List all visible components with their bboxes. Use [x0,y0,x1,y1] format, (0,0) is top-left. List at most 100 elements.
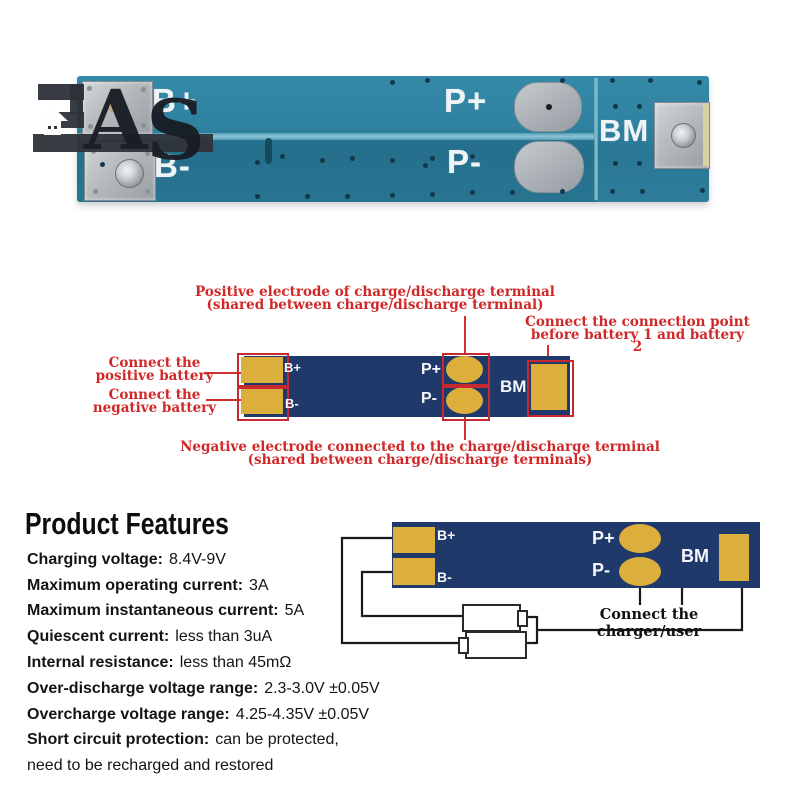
via-dot [610,189,615,194]
feature-row: Over-discharge voltage range: 2.3-3.0V ±0… [27,676,427,702]
pointer-line-positive [204,372,242,374]
feature-value: 2.3-3.0V ±0.05V [264,679,380,697]
annotation-negative-electrode: Negative electrode connected to the char… [170,441,670,466]
feature-value: less than 45mΩ [179,654,292,672]
annotation-connection-point: Connect the connection point before batt… [525,316,750,354]
annotation-line: Negative electrode connected to the char… [180,439,660,455]
diagram-pad-p-plus [446,356,483,383]
photo-label-p-minus: P- [447,143,482,180]
watermark-bar [70,84,83,114]
diagram-board [244,356,570,417]
feature-row: Maximum operating current:3A [27,573,427,599]
feature-label: Overcharge voltage range: [27,705,230,723]
pcb-groove-vertical [594,78,598,200]
via-dot [320,158,325,163]
features-list: Charging voltage: 8.4V-9V Maximum operati… [27,547,427,779]
feature-value: less than 3uA [175,628,273,646]
wiring-label-bm: BM [681,546,709,566]
via-dot [560,78,565,83]
feature-label: Internal resistance: [27,654,174,672]
via-dot [350,156,355,161]
feature-label: Short circuit protection: [27,731,210,749]
via-dot [345,194,350,199]
via-dot [637,161,642,166]
annotation-line: Connect the [108,387,201,403]
pcb-slot [265,138,272,164]
feature-value: 3A [249,576,269,594]
feature-label: Maximum instantaneous current: [27,602,279,620]
annotation-negative-battery: Connect the negative battery [92,389,217,414]
screw-dot [87,86,92,91]
via-dot [100,162,105,167]
watermark-house-icon [44,121,61,135]
diagram-pad-b-plus [241,357,283,383]
via-dot [255,160,260,165]
via-dot [470,190,475,195]
via-dot [280,154,285,159]
photo-label-p-plus: P+ [444,82,488,119]
feature-label: Over-discharge voltage range: [27,679,259,697]
highlight-box-bm [527,360,574,417]
oval-pad-p-plus [514,82,582,132]
house-window [54,126,57,129]
diagram-pad-p-minus [446,387,483,414]
via-dot [697,80,702,85]
battery-cell-2 [465,631,527,659]
wiring-label-p-minus: P- [592,560,610,580]
feature-label: Charging voltage: [27,550,164,568]
feature-row: Charging voltage: 8.4V-9V [27,547,427,573]
via-dot [640,189,645,194]
photo-label-b-plus: B+ [152,82,198,119]
pcb-photo-board: B+ B- P+ P- BM [77,76,710,202]
via-dot [648,78,653,83]
diagram-label-b-plus: B+ [284,360,301,375]
pad-hole [546,104,552,110]
feature-value: 8.4V-9V [169,550,226,568]
via-dot [425,78,430,83]
solder-blob-bm [671,123,696,148]
feature-value: 4.25-4.35V ±0.05V [235,705,370,723]
via-dot [430,192,435,197]
via-dot [390,193,395,198]
annotation-positive-electrode: Positive electrode of charge/discharge t… [180,286,570,311]
feature-row: Short circuit protection: can be protecte… [27,728,427,754]
via-dot [613,161,618,166]
screw-dot [141,87,146,92]
via-dot [470,154,475,159]
diagram-label-b-minus: B- [285,396,299,411]
screw-dot [145,151,150,156]
highlight-box-p-minus [442,384,490,421]
annotation-positive-battery: Connect the positive battery [92,357,217,382]
via-dot [390,158,395,163]
pointer-line-p-plus [464,316,466,355]
watermark-letter-s: S [146,83,206,179]
watermark-house-roof-icon [36,106,68,121]
pointer-line-negative [206,399,242,401]
wiring-pad-b-plus [393,527,435,553]
battery-cell-1 [462,604,521,632]
highlight-box-b-plus [237,353,289,389]
diagram-pad-bm [531,364,567,410]
annotation-line: Connect the connection point [525,314,750,330]
feature-continuation: need to be recharged and restored [27,757,274,775]
via-dot [637,104,642,109]
wiring-caption: Connect the charger/user [596,606,702,640]
solder-blob [107,99,122,112]
via-dot [610,78,615,83]
wiring-label-b-minus: B- [437,569,452,585]
annotation-line: Connect the [108,355,201,371]
screw-dot [88,124,93,129]
highlight-box-p-plus [442,353,490,388]
feature-label: Quiescent current: [27,628,170,646]
watermark-bar [33,134,213,152]
via-dot [430,156,435,161]
feature-value: can be protected, [215,731,339,749]
via-dot [255,194,260,199]
diagram-label-p-plus: P+ [421,361,442,378]
pointer-line-bm [547,345,549,362]
via-dot [700,188,705,193]
annotation-line: (shared between charge/discharge termina… [247,451,593,468]
via-dot [305,194,310,199]
pointer-line-p-minus [464,417,466,440]
